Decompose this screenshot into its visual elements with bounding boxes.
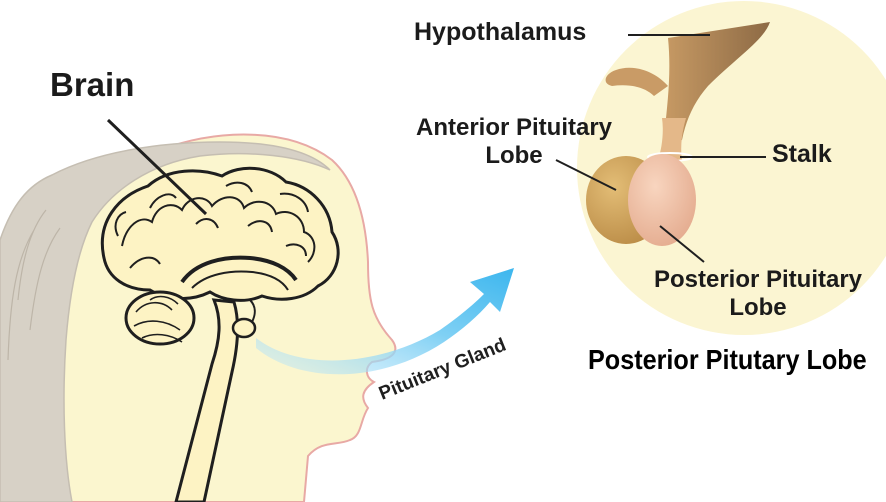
hair: [0, 141, 331, 502]
anterior-lobe-label-line1: Anterior Pituitary: [415, 114, 613, 141]
posterior-pointer: [659, 225, 705, 263]
posterior-lobe-shape: [628, 154, 696, 246]
anterior-pointer: [555, 159, 617, 191]
stalk-shape: [658, 118, 686, 160]
hair-strands: [7, 209, 61, 361]
posterior-lobe-label: Posterior Pituitary Lobe: [636, 266, 880, 321]
pituitary-gland-mark: [231, 317, 257, 339]
anterior-lobe-label: Anterior Pituitary Lobe: [398, 114, 630, 169]
corpus-callosum: [180, 255, 298, 284]
pituitary-gland-label: Pituitary Gland: [376, 335, 509, 405]
brain-label: Brain: [50, 66, 135, 103]
hypothalamus-shape: [664, 22, 770, 140]
stalk-label: Stalk: [772, 140, 832, 168]
brainstem: [174, 298, 240, 502]
cerebellum: [124, 290, 196, 346]
hypothalamus-tip: [605, 67, 668, 96]
anterior-lobe-label-line2: Lobe: [485, 141, 543, 169]
brain-gyri: [114, 181, 316, 269]
posterior-lobe-label-line1: Posterior Pituitary: [653, 266, 863, 293]
brain-pointer-line: [106, 118, 208, 216]
posterior-lobe-label-line2: Lobe: [729, 293, 787, 321]
curved-arrow: [256, 268, 514, 375]
caption: Posterior Pitutary Lobe: [588, 344, 867, 375]
hypothalamus-label: Hypothalamus: [414, 18, 587, 46]
